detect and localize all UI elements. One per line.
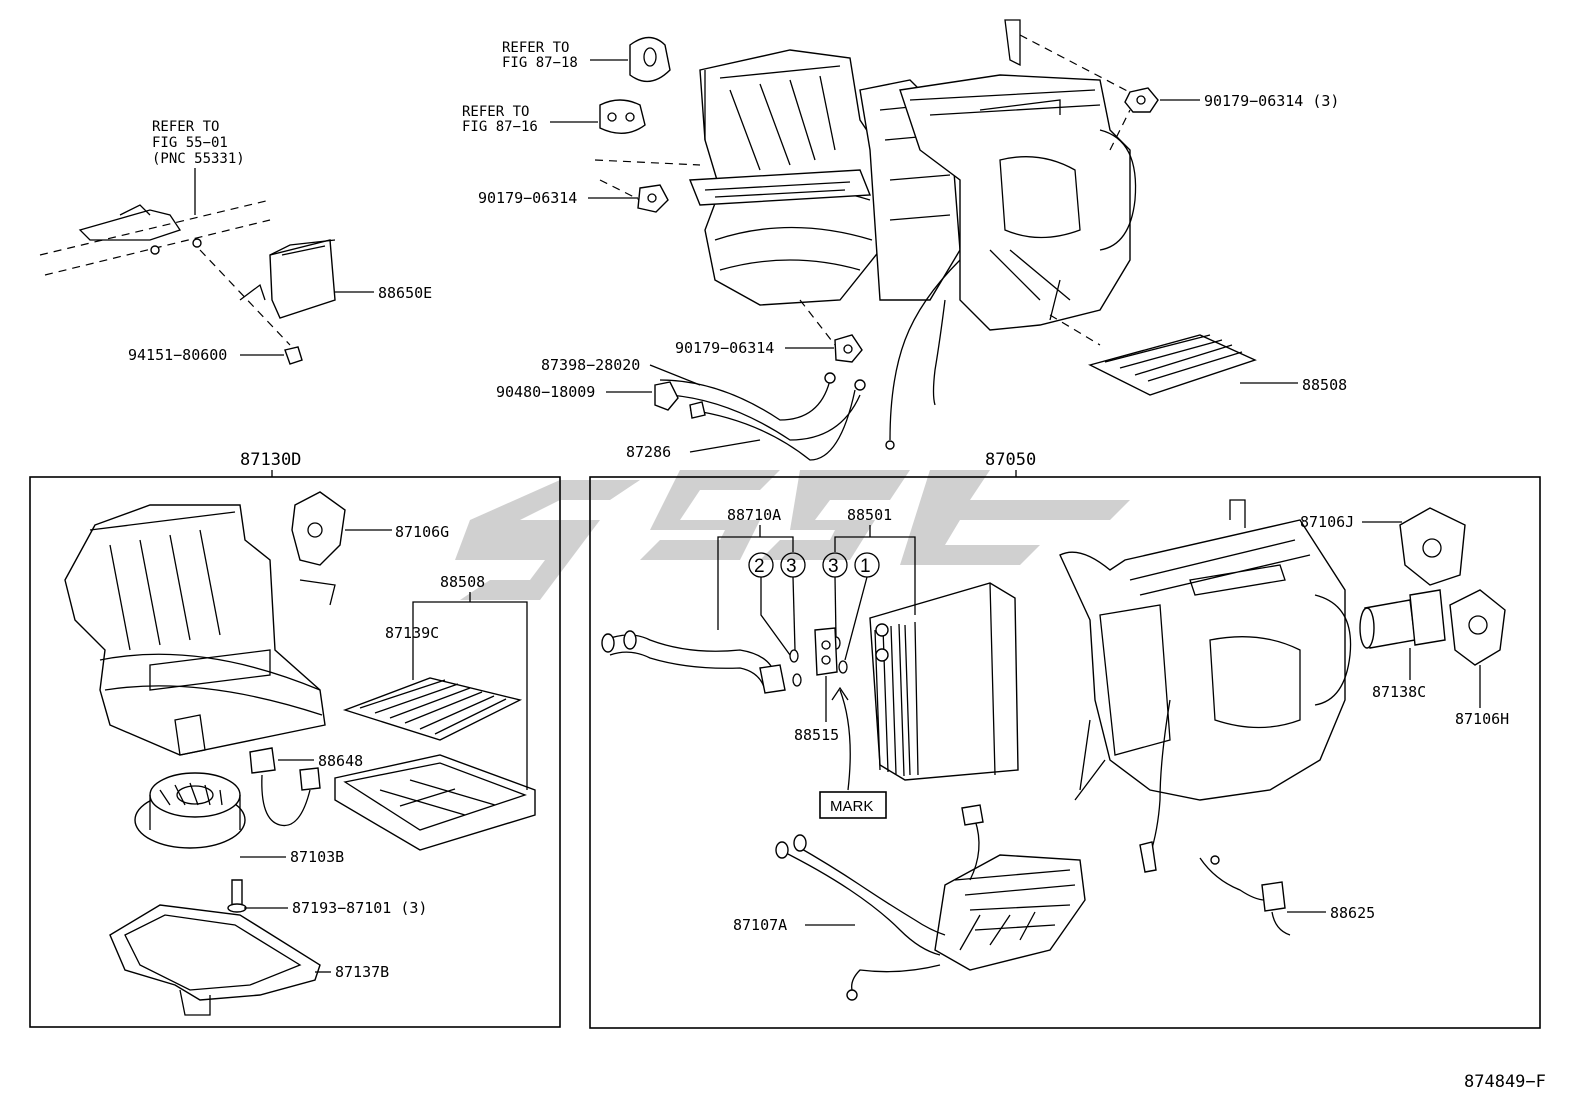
label-90179-06314-a: 90179−06314: [478, 189, 577, 207]
label-88501: 88501: [847, 506, 892, 524]
label-88625: 88625: [1330, 904, 1375, 922]
right-box-title: 87050: [985, 450, 1036, 470]
label-88710A: 88710A: [727, 506, 781, 524]
label-87137B: 87137B: [335, 963, 389, 981]
right-box-labels: 88710A 88501 2 3 3 1 88515 MARK 87106J 8…: [717, 506, 1509, 934]
label-88508-left: 88508: [440, 573, 485, 591]
top-small-parts: [599, 36, 1257, 461]
label-87398-28020: 87398−28020: [541, 356, 640, 374]
refer-fig-55-01-line2: FIG 55−01: [152, 135, 228, 151]
top-hvac-assembly: [594, 19, 1137, 450]
circle-number-1-text: 1: [860, 556, 871, 577]
label-87286: 87286: [626, 443, 671, 461]
left-box-labels: 87106G 88508 87139C 88648 87103B 87193−8…: [240, 523, 528, 981]
label-87106J: 87106J: [1300, 513, 1354, 531]
left-box-parts: [64, 491, 536, 1016]
label-87193-87101-3: 87193−87101 (3): [292, 899, 427, 917]
label-88508-top: 88508: [1302, 376, 1347, 394]
left-box-frame: [29, 476, 561, 1028]
mark-label: MARK: [830, 798, 873, 815]
figure-code: 874849−F: [1464, 1072, 1546, 1092]
label-87106H: 87106H: [1455, 710, 1509, 728]
label-87139C: 87139C: [385, 624, 439, 642]
label-88515: 88515: [794, 726, 839, 744]
label-88650E: 88650E: [378, 284, 432, 302]
label-90480-18009: 90480−18009: [496, 383, 595, 401]
mark-box: [819, 791, 887, 819]
right-box-parts: [601, 499, 1506, 1001]
refer-fig-87-16-line1: REFER TO: [462, 104, 529, 120]
refer-fig-55-01-line3: (PNC 55331): [152, 151, 245, 167]
left-box-title: 87130D: [240, 450, 301, 470]
label-94151-80600: 94151−80600: [128, 346, 227, 364]
right-box-frame: [589, 476, 1541, 1029]
label-87103B: 87103B: [290, 848, 344, 866]
refer-fig-55-01-line1: REFER TO: [152, 119, 219, 135]
circle-number-3-b-text: 3: [828, 556, 839, 577]
label-87107A: 87107A: [733, 916, 787, 934]
circle-number-2-text: 2: [754, 556, 765, 577]
refer-fig-87-18-line1: REFER TO: [502, 40, 569, 56]
label-87106G: 87106G: [395, 523, 449, 541]
refer-fig-87-16-line2: FIG 87−16: [462, 119, 538, 135]
label-87138C: 87138C: [1372, 683, 1426, 701]
top-left-sensor-assembly: [39, 199, 336, 365]
circle-number-3-a-text: 3: [786, 556, 797, 577]
label-90179-06314-b: 90179−06314: [675, 339, 774, 357]
label-88648: 88648: [318, 752, 363, 770]
top-labels: REFER TO FIG 87−18 REFER TO FIG 87−16 RE…: [128, 40, 1347, 461]
label-90179-06314-3: 90179−06314 (3): [1204, 92, 1339, 110]
refer-fig-87-18-line2: FIG 87−18: [502, 55, 578, 71]
